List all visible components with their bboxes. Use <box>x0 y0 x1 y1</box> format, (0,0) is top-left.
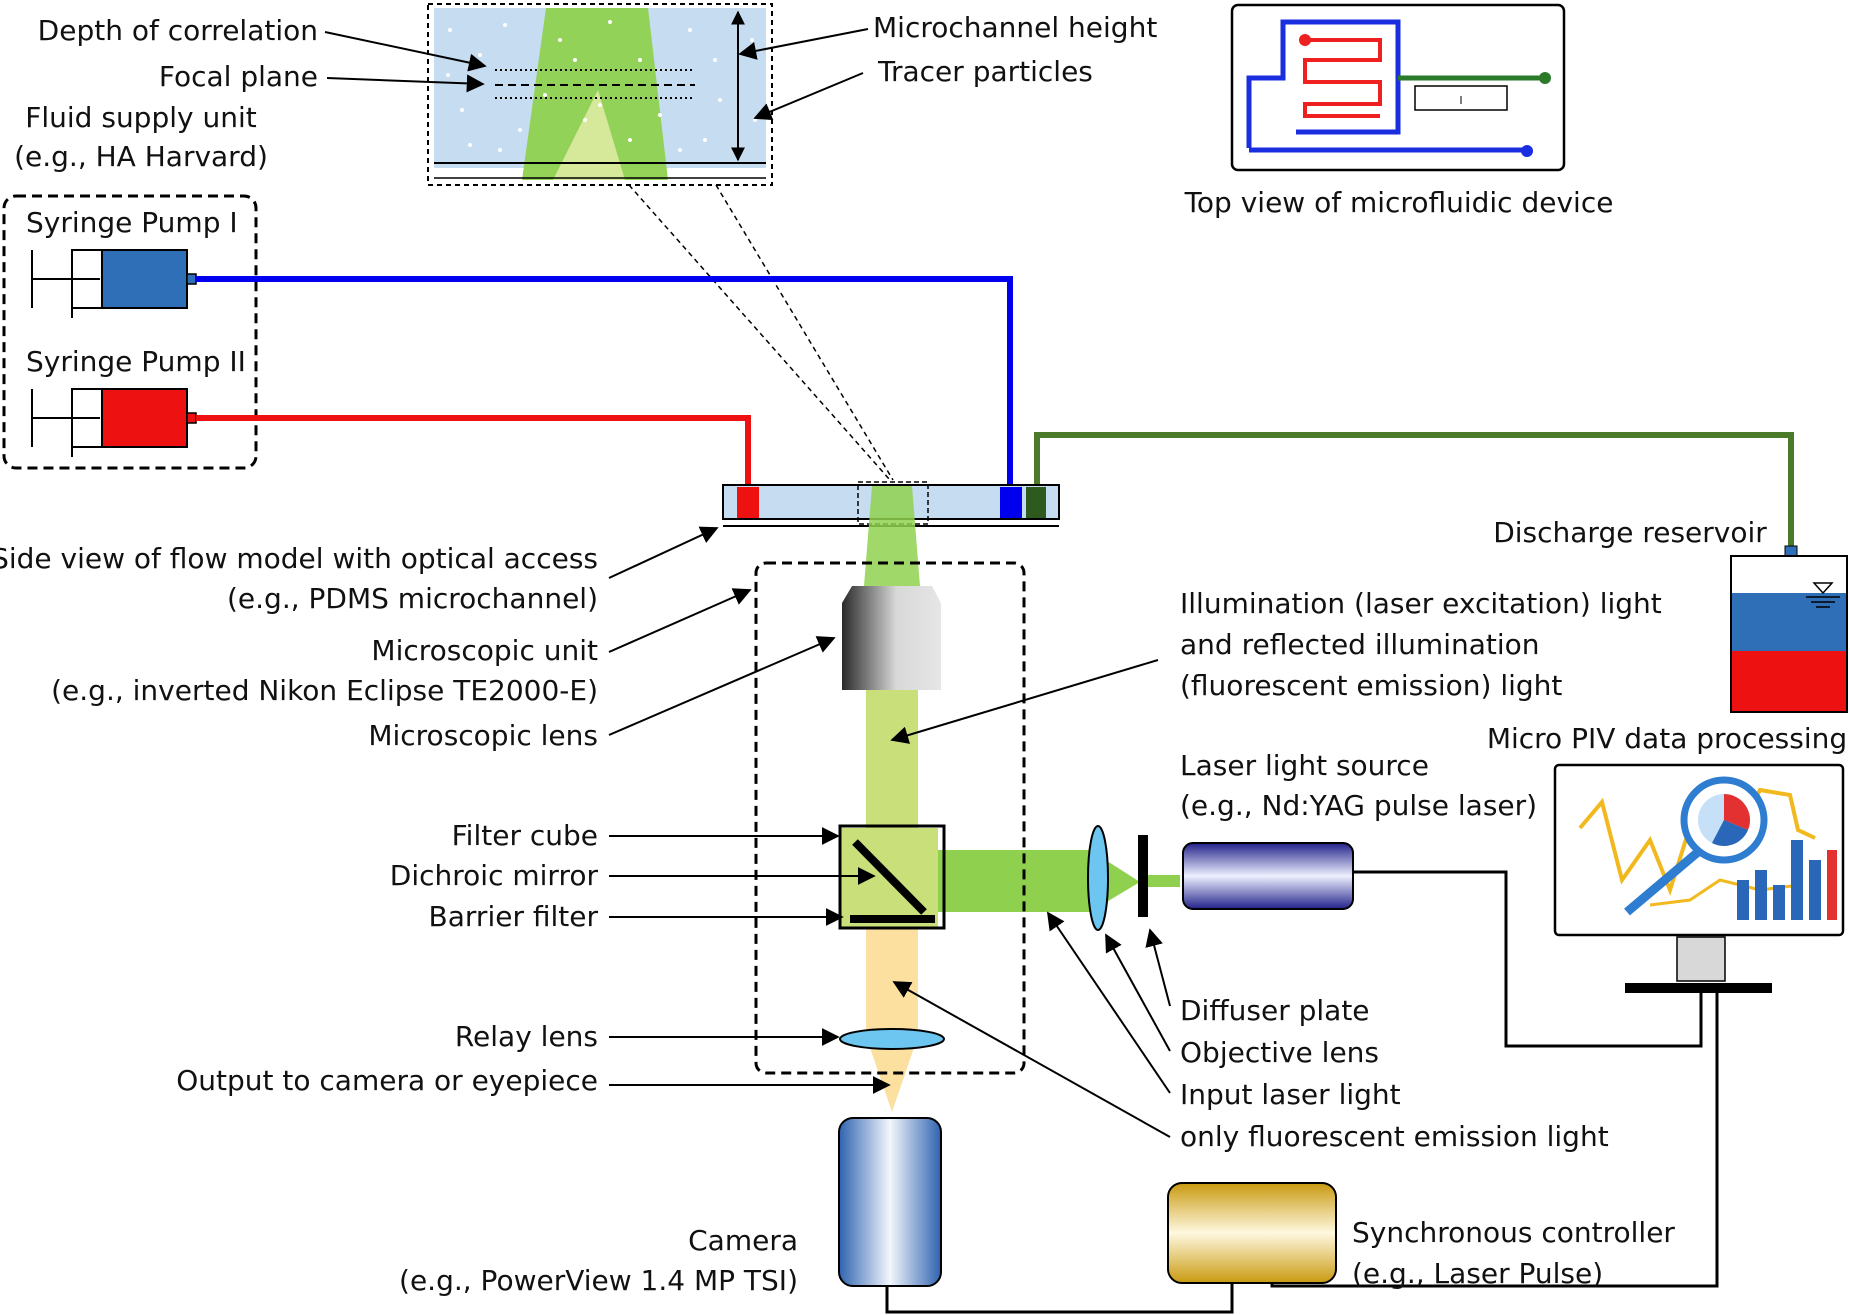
label-fluorescent-emission: only fluorescent emission light <box>1180 1120 1609 1153</box>
diffuser-plate <box>1138 835 1148 917</box>
label-illumination-2: and reflected illumination <box>1180 628 1540 661</box>
label-dichroic-mirror: Dichroic mirror <box>390 859 599 892</box>
label-microchannel-height: Microchannel height <box>873 11 1157 44</box>
label-side-view-example: (e.g., PDMS microchannel) <box>227 582 598 615</box>
label-diffuser-plate: Diffuser plate <box>1180 994 1370 1027</box>
label-discharge-reservoir: Discharge reservoir <box>1493 516 1767 549</box>
label-camera: Camera <box>688 1224 798 1257</box>
emission-beam <box>866 928 918 1036</box>
label-filter-cube: Filter cube <box>452 819 598 852</box>
label-output-to-camera: Output to camera or eyepiece <box>176 1064 598 1097</box>
syringe-pump-1 <box>31 249 197 318</box>
discharge-line <box>1034 432 1794 546</box>
objective-lens <box>1087 825 1109 931</box>
label-illumination-3: (fluorescent emission) light <box>1180 669 1562 702</box>
piv-monitor <box>1553 763 1845 993</box>
label-syringe-pump-2: Syringe Pump II <box>26 345 246 378</box>
discharge-reservoir <box>1730 545 1848 713</box>
pc-sync-cable <box>1270 989 1719 1288</box>
label-microscopic-unit-example: (e.g., inverted Nikon Eclipse TE2000-E) <box>51 674 598 707</box>
microscopic-lens <box>842 586 941 690</box>
syringe-pump-2 <box>31 388 197 457</box>
relay-lens <box>839 1028 945 1050</box>
excitation-beam-vertical <box>866 690 918 830</box>
label-illumination-1: Illumination (laser excitation) light <box>1180 587 1662 620</box>
top-view-device <box>1230 3 1566 172</box>
camera-sync-cable <box>885 1283 1234 1314</box>
label-tracer-particles: Tracer particles <box>877 55 1093 88</box>
label-fluid-supply-unit: Fluid supply unit <box>25 101 256 134</box>
label-micro-piv: Micro PIV data processing <box>1487 722 1847 755</box>
label-syringe-pump-1: Syringe Pump I <box>26 206 238 239</box>
label-side-view: Side view of flow model with optical acc… <box>0 542 598 575</box>
label-camera-example: (e.g., PowerView 1.4 MP TSI) <box>399 1264 798 1297</box>
label-relay-lens: Relay lens <box>455 1020 598 1053</box>
microchannel-inset <box>427 3 773 186</box>
label-top-view: Top view of microfluidic device <box>1184 186 1614 219</box>
laser-cable <box>1353 870 1703 1048</box>
label-input-laser-light: Input laser light <box>1180 1078 1401 1111</box>
label-sync-controller-example: (e.g., Laser Pulse) <box>1352 1257 1603 1290</box>
dichroic-mirror <box>852 839 927 915</box>
fluid-supply-unit-box <box>2 194 258 470</box>
label-sync-controller: Synchronous controller <box>1352 1216 1675 1249</box>
excitation-beam-top <box>864 486 920 586</box>
synchronous-controller <box>1167 1182 1337 1284</box>
supply-line-blue <box>196 276 1013 488</box>
laser-light-source <box>1182 842 1354 910</box>
label-objective-lens: Objective lens <box>1180 1036 1379 1069</box>
label-microscopic-lens: Microscopic lens <box>368 719 598 752</box>
label-fluid-supply-example: (e.g., HA Harvard) <box>14 140 268 173</box>
label-focal-plane: Focal plane <box>159 60 318 93</box>
supply-line-red <box>196 415 751 488</box>
label-laser-source-example: (e.g., Nd:YAG pulse laser) <box>1180 789 1537 822</box>
excitation-beam-horizontal <box>938 850 1093 912</box>
label-microscopic-unit: Microscopic unit <box>371 634 598 667</box>
label-barrier-filter: Barrier filter <box>429 900 599 933</box>
camera <box>838 1117 942 1287</box>
label-laser-source: Laser light source <box>1180 749 1429 782</box>
label-depth-of-correlation: Depth of correlation <box>38 14 318 47</box>
